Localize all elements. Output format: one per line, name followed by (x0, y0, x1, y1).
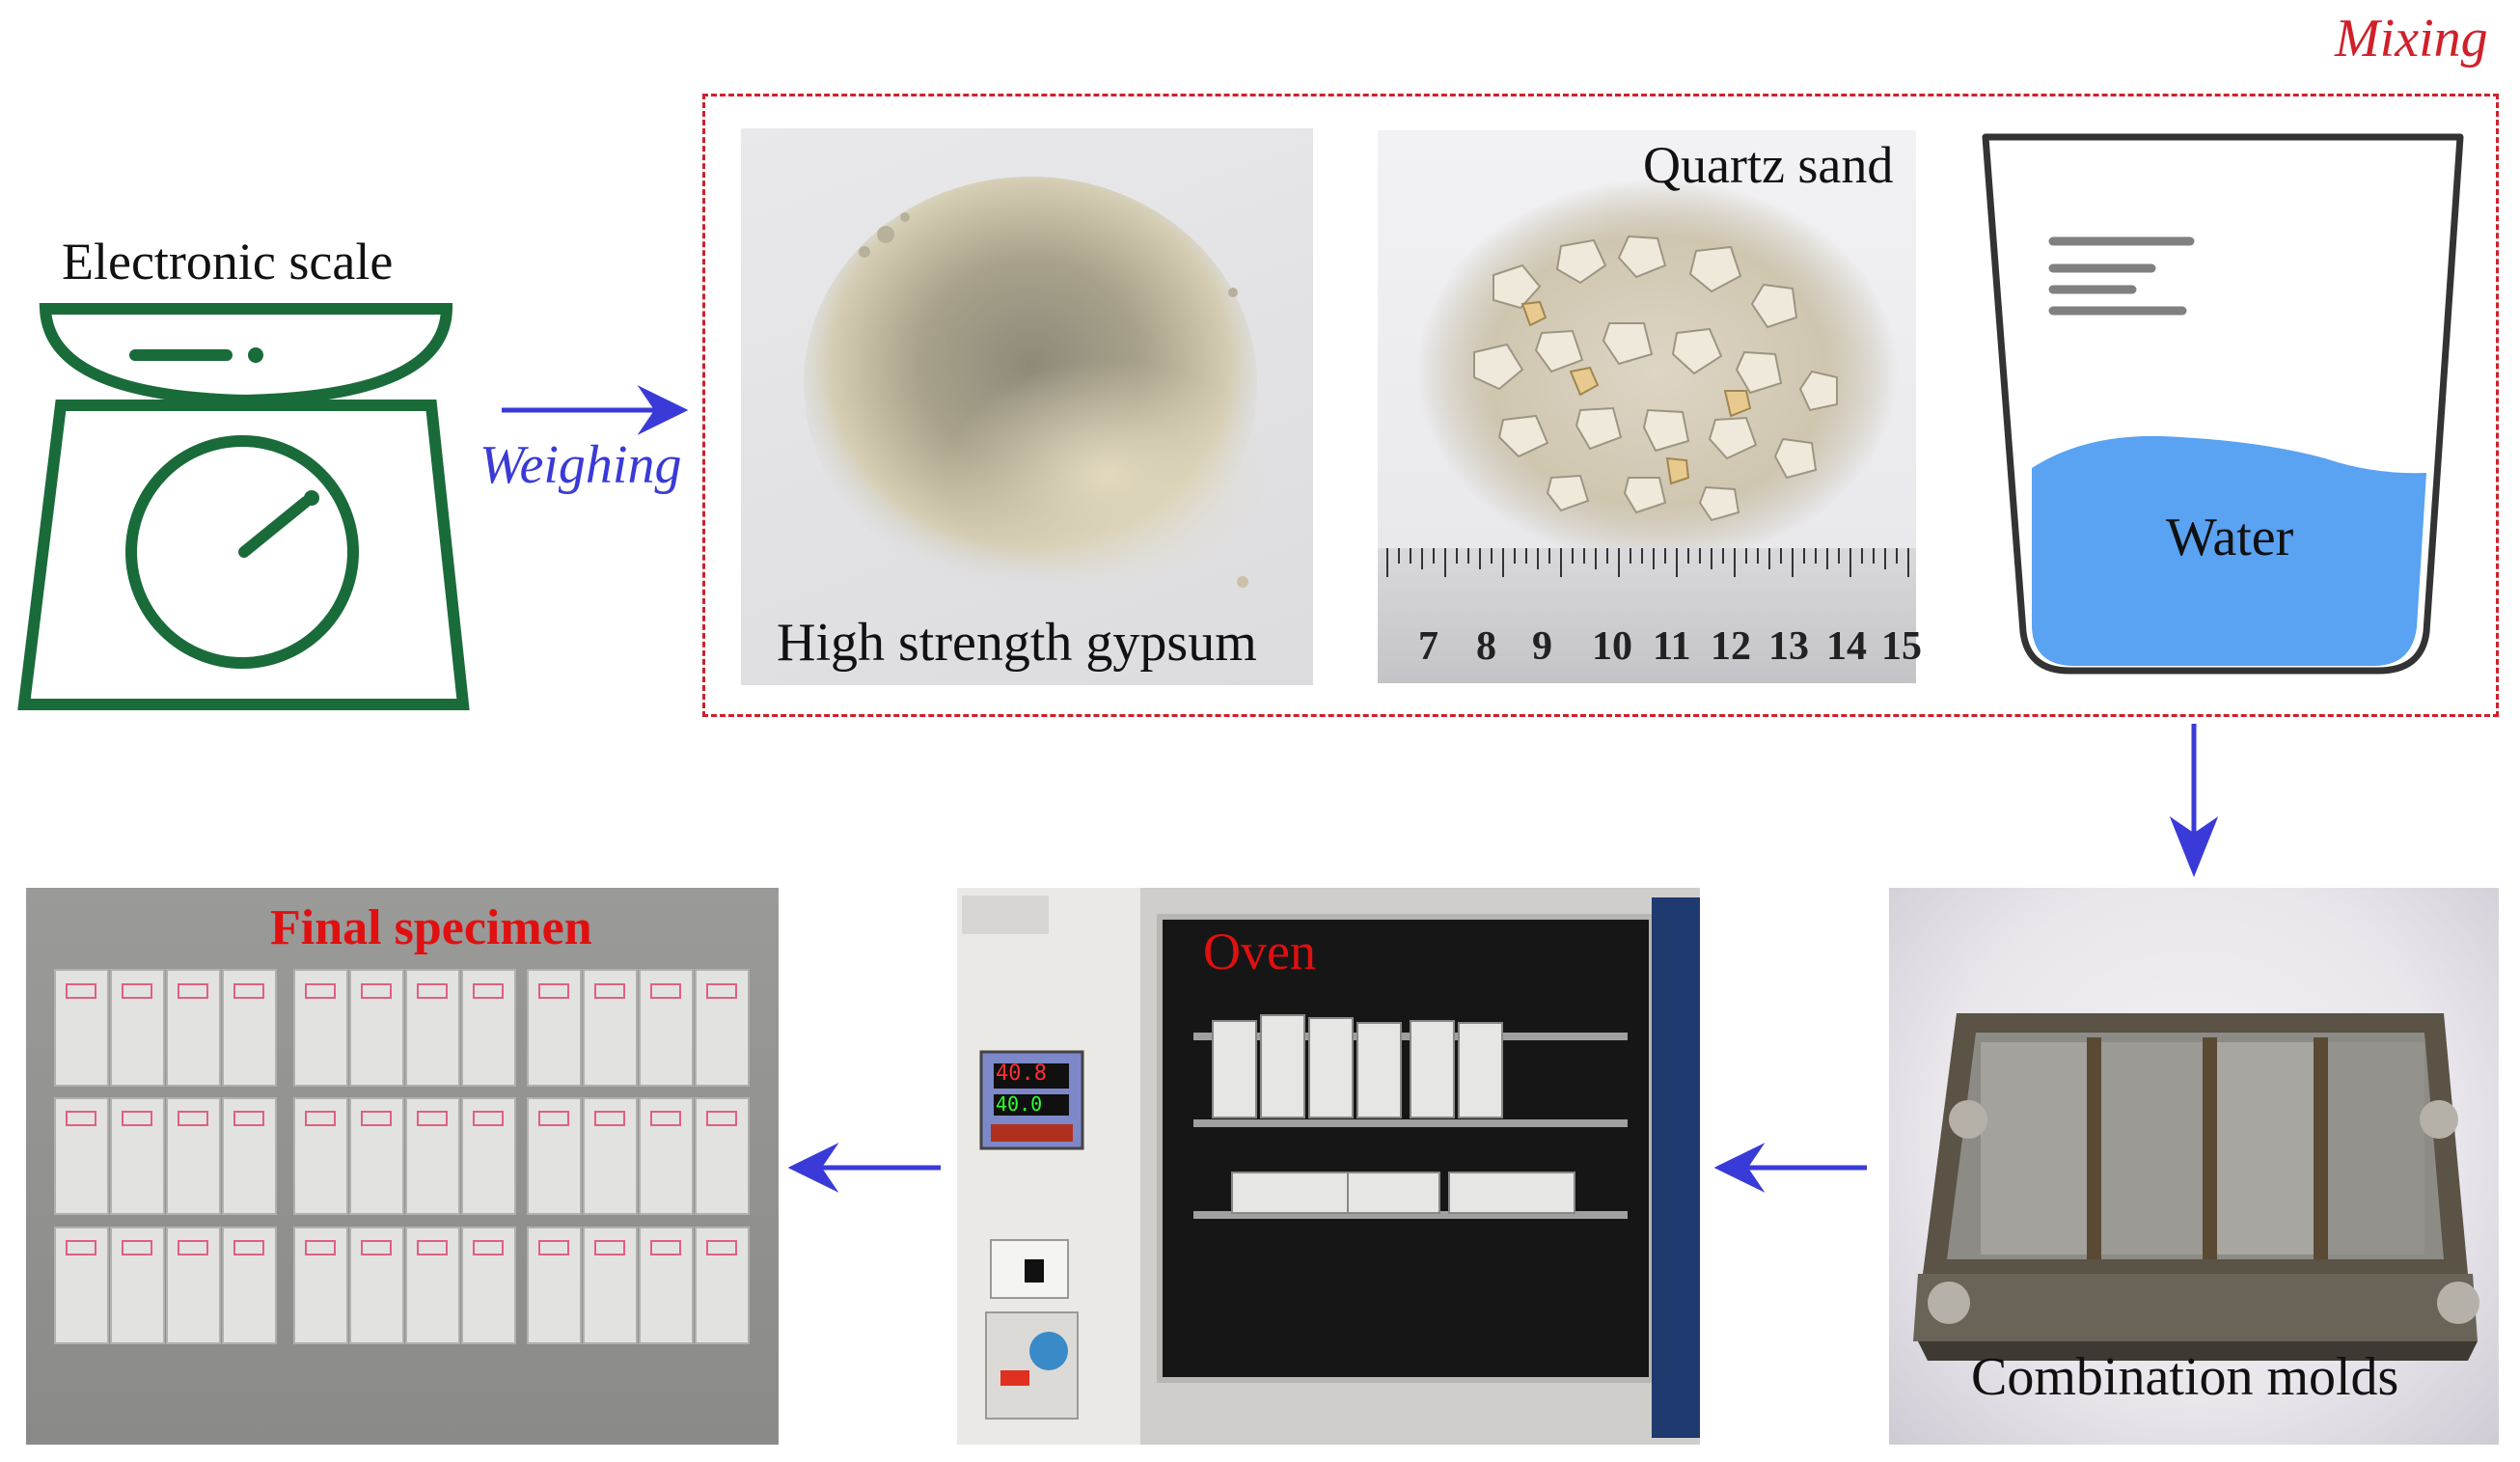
mixing-label: Mixing (2335, 9, 2488, 69)
molds-to-oven-arrow (1713, 1143, 1867, 1193)
ruler-tick-label: 9 (1532, 624, 1552, 669)
ruler-tick-label: 8 (1476, 624, 1496, 669)
mixing-box (702, 94, 2499, 717)
final-specimen-label: Final specimen (270, 900, 592, 955)
ruler-tick-label: 11 (1653, 624, 1691, 669)
oven-photo: 40.8 40.0 (957, 888, 1700, 1445)
electronic-scale-label: Electronic scale (62, 233, 394, 290)
quartz-sand-label: Quartz sand (1643, 136, 1894, 194)
quartz-sand-photo: 7 8 9 10 11 12 13 14 15 (1378, 130, 1922, 683)
oven-to-specimen-arrow (787, 1143, 941, 1193)
oven-label: Oven (1203, 923, 1316, 980)
combination-molds-label: Combination molds (1971, 1347, 2399, 1407)
oven-display-upper: 40.8 (996, 1062, 1047, 1086)
ruler-tick-label: 10 (1592, 624, 1632, 669)
oven-display-lower: 40.0 (996, 1092, 1043, 1116)
ruler-tick-label: 14 (1826, 624, 1867, 669)
weighing-arrow (502, 385, 689, 435)
ruler-tick-label: 15 (1881, 624, 1922, 669)
electronic-scale-icon (17, 303, 470, 710)
gypsum-label: High strength gypsum (777, 613, 1257, 673)
ruler: 7 8 9 10 11 12 13 14 15 (1378, 548, 1922, 683)
combination-molds-photo (1889, 888, 2499, 1445)
mixing-down-arrow (2169, 724, 2219, 878)
ruler-tick-label: 7 (1418, 624, 1438, 669)
ruler-tick-label: 12 (1711, 624, 1751, 669)
water-beaker-icon (1982, 133, 2464, 675)
weighing-label: Weighing (479, 435, 682, 495)
gypsum-photo (741, 128, 1313, 685)
ruler-tick-label: 13 (1768, 624, 1809, 669)
water-label: Water (2166, 508, 2294, 567)
final-specimen-photo (26, 888, 779, 1445)
